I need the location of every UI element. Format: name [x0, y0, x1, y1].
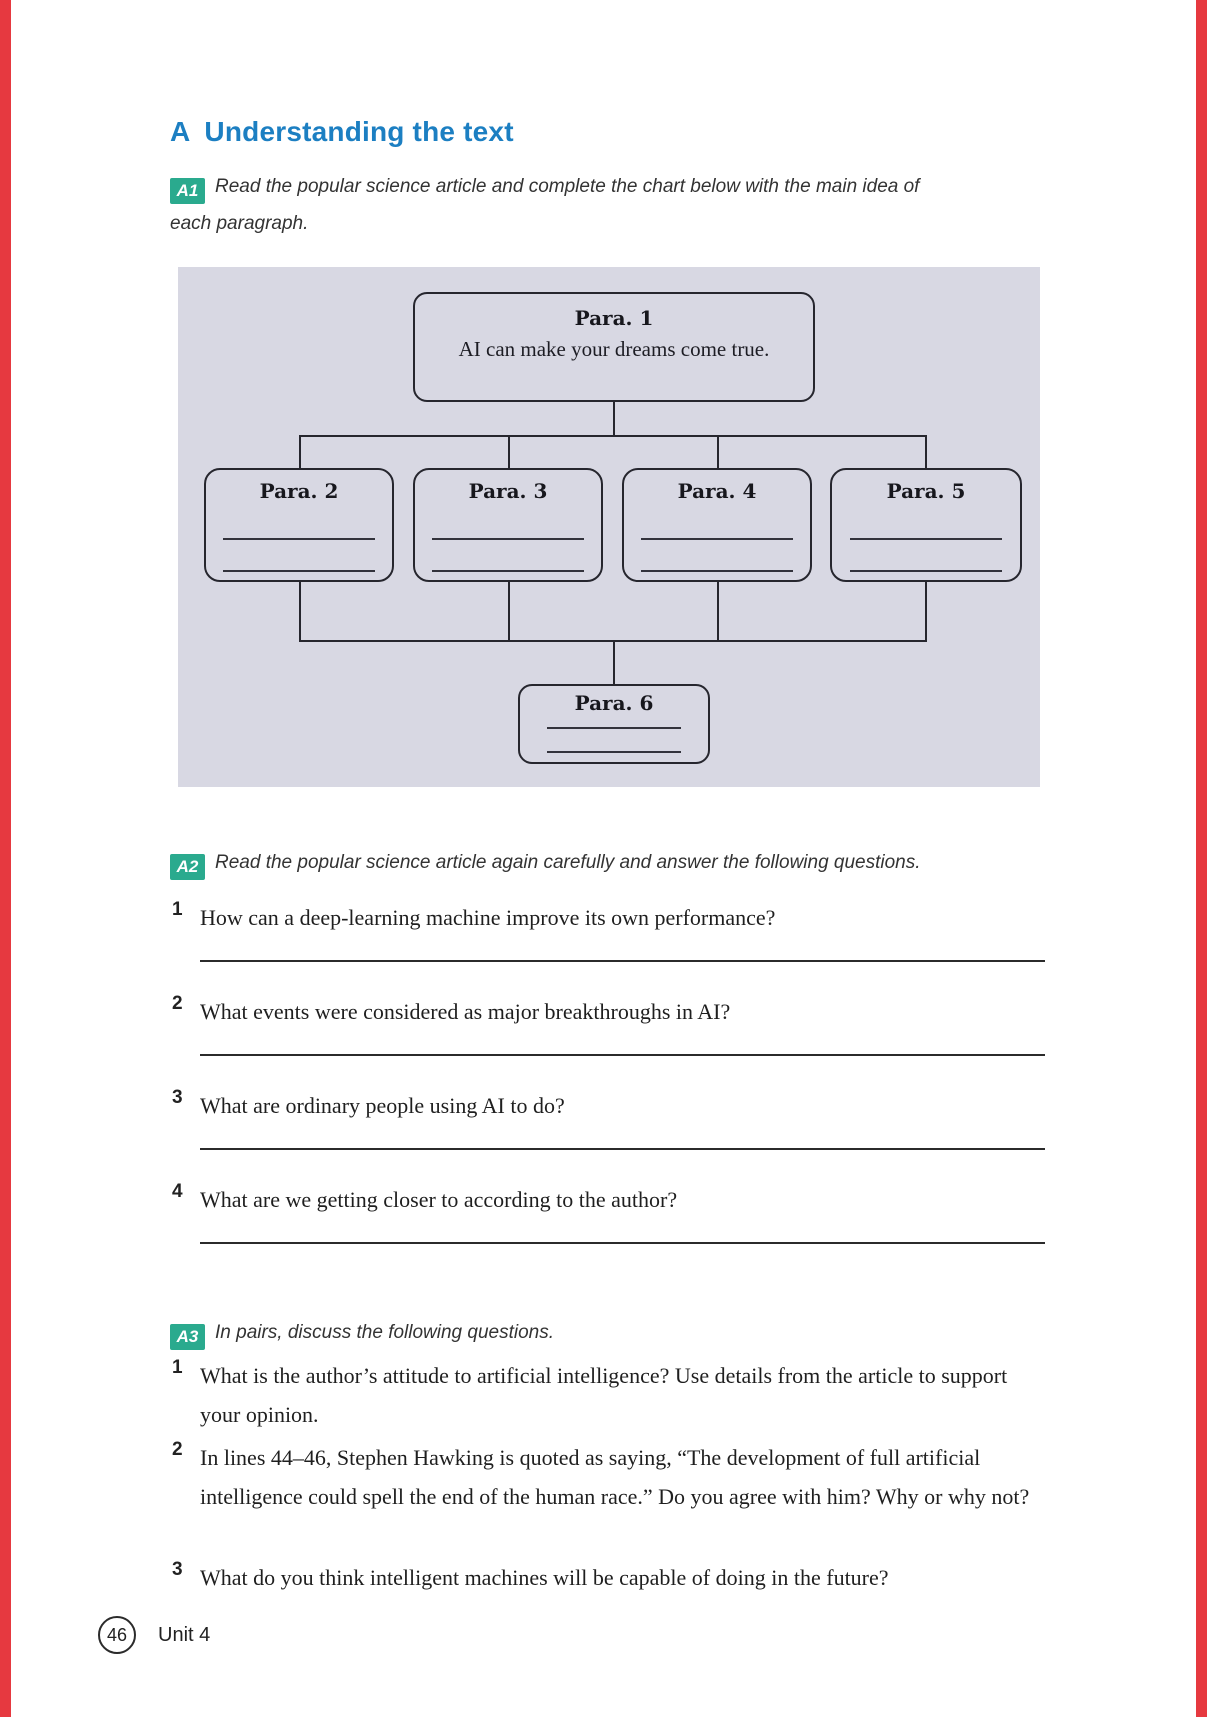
section-letter: A: [170, 116, 191, 147]
connector-line: [508, 582, 510, 640]
a2-question-4: 4 What are we getting closer to accordin…: [170, 1180, 1080, 1274]
question-text: What are ordinary people using AI to do?: [200, 1093, 565, 1118]
para1-title: Para. 1: [574, 306, 654, 330]
connector-line: [613, 640, 615, 684]
page-number: 46: [106, 1625, 128, 1645]
connector-line: [508, 435, 510, 468]
section-title: Understanding the text: [204, 116, 514, 147]
answer-line[interactable]: [200, 960, 1045, 962]
connector-line: [299, 435, 301, 468]
fill-in-line[interactable]: [223, 538, 375, 540]
connector-line: [925, 435, 927, 468]
connector-line: [613, 402, 615, 435]
question-number: 4: [172, 1181, 183, 1202]
question-number: 2: [172, 993, 183, 1014]
a2-question-1: 1 How can a deep-learning machine improv…: [170, 898, 1080, 992]
question-text: What is the author’s attitude to artific…: [200, 1363, 1008, 1427]
para4-title: Para. 4: [677, 479, 757, 503]
connector-line: [925, 582, 927, 640]
question-text: What are we getting closer to according …: [200, 1187, 678, 1212]
para2-box: Para. 2: [204, 468, 394, 582]
fill-in-line[interactable]: [850, 538, 1002, 540]
fill-in-line[interactable]: [432, 538, 584, 540]
exercise-a3-instruction: In pairs, discuss the following question…: [215, 1322, 555, 1343]
question-number: 2: [172, 1439, 183, 1460]
connector-line: [299, 435, 927, 437]
exercise-a1-badge: A1: [170, 178, 205, 204]
exercise-a3-instruction-block: A3 In pairs, discuss the following questi…: [170, 1314, 870, 1351]
a3-question-1: 1 What is the author’s attitude to artif…: [170, 1356, 1080, 1434]
section-heading: A Understanding the text: [170, 116, 514, 148]
para4-box: Para. 4: [622, 468, 812, 582]
connector-line: [717, 582, 719, 640]
answer-line[interactable]: [200, 1242, 1045, 1244]
para5-box: Para. 5: [830, 468, 1022, 582]
para1-main-idea: AI can make your dreams come true.: [458, 337, 770, 361]
page-edge-red-left: [0, 0, 11, 1717]
a3-question-2: 2 In lines 44–46, Stephen Hawking is quo…: [170, 1438, 1080, 1516]
exercise-a3-badge: A3: [170, 1324, 205, 1350]
exercise-a2-badge: A2: [170, 854, 205, 880]
para6-box: Para. 6: [518, 684, 710, 764]
exercise-a2-instruction-block: A2 Read the popular science article again…: [170, 844, 1070, 881]
para5-title: Para. 5: [886, 479, 966, 503]
fill-in-line[interactable]: [432, 570, 584, 572]
page-number-badge: 46: [98, 1616, 136, 1654]
paragraph-chart-panel: Para. 1 AI can make your dreams come tru…: [178, 267, 1040, 787]
question-text: What do you think intelligent machines w…: [200, 1565, 889, 1590]
a2-question-3: 3 What are ordinary people using AI to d…: [170, 1086, 1080, 1180]
exercise-a1-instruction: Read the popular science article and com…: [170, 176, 920, 235]
fill-in-line[interactable]: [547, 751, 681, 753]
para2-title: Para. 2: [259, 479, 339, 503]
question-text: What events were considered as major bre…: [200, 999, 731, 1024]
page-edge-red-right: [1196, 0, 1207, 1717]
a3-question-3: 3 What do you think intelligent machines…: [170, 1558, 1080, 1597]
question-text: In lines 44–46, Stephen Hawking is quote…: [200, 1445, 1030, 1509]
para3-box: Para. 3: [413, 468, 603, 582]
question-number: 3: [172, 1087, 183, 1108]
fill-in-line[interactable]: [223, 570, 375, 572]
connector-line: [299, 582, 301, 640]
question-text: How can a deep-learning machine improve …: [200, 905, 776, 930]
fill-in-line[interactable]: [850, 570, 1002, 572]
a2-question-2: 2 What events were considered as major b…: [170, 992, 1080, 1086]
fill-in-line[interactable]: [641, 538, 793, 540]
question-number: 1: [172, 899, 183, 920]
para3-title: Para. 3: [468, 479, 548, 503]
para1-box: Para. 1 AI can make your dreams come tru…: [413, 292, 815, 402]
question-number: 1: [172, 1357, 183, 1378]
para6-title: Para. 6: [574, 691, 654, 715]
answer-line[interactable]: [200, 1148, 1045, 1150]
unit-label: Unit 4: [158, 1624, 211, 1646]
answer-line[interactable]: [200, 1054, 1045, 1056]
fill-in-line[interactable]: [547, 727, 681, 729]
exercise-a2-instruction: Read the popular science article again c…: [215, 852, 921, 873]
fill-in-line[interactable]: [641, 570, 793, 572]
question-number: 3: [172, 1559, 183, 1580]
connector-line: [717, 435, 719, 468]
